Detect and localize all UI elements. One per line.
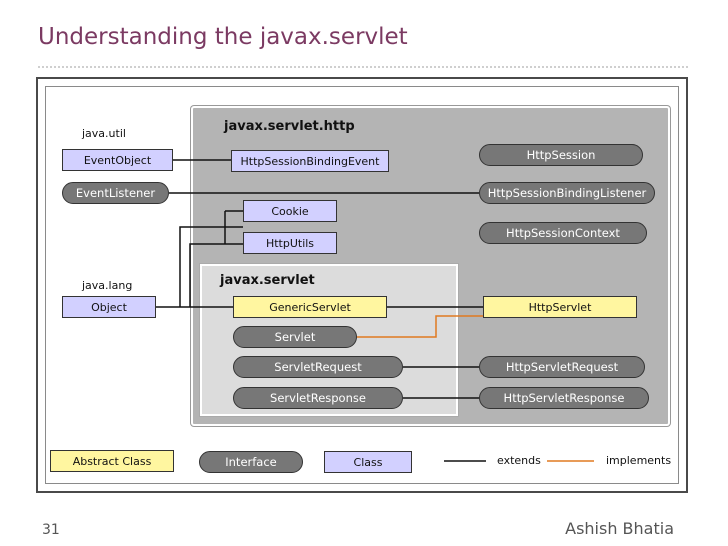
author-name: Ashish Bhatia <box>565 519 674 538</box>
package-label-util: java.util <box>82 127 126 140</box>
package-label-servlet: javax.servlet <box>220 273 315 288</box>
title-divider <box>38 66 688 68</box>
node-servlet-request: ServletRequest <box>233 356 403 378</box>
package-label-http: javax.servlet.http <box>224 119 355 134</box>
node-cookie: Cookie <box>243 200 337 222</box>
line-object-cookie-branch <box>179 226 243 307</box>
node-event-object: EventObject <box>62 149 173 171</box>
node-http-session-binding-listener: HttpSessionBindingListener <box>479 182 655 204</box>
node-object: Object <box>62 296 156 318</box>
legend-implements-label: implements <box>606 454 672 467</box>
node-servlet-response: ServletResponse <box>233 387 403 409</box>
node-http-session: HttpSession <box>479 144 643 166</box>
node-servlet: Servlet <box>233 326 357 348</box>
node-http-session-context: HttpSessionContext <box>479 222 647 244</box>
node-http-utils: HttpUtils <box>243 232 337 254</box>
legend-extends-label: extends <box>497 454 541 467</box>
node-generic-servlet: GenericServlet <box>233 296 387 318</box>
node-http-servlet: HttpServlet <box>483 296 637 318</box>
page-number: 31 <box>42 522 60 538</box>
legend-interface: Interface <box>199 451 303 473</box>
node-http-servlet-response: HttpServletResponse <box>479 387 649 409</box>
line-servlet-implements <box>357 315 483 338</box>
slide-title: Understanding the javax.servlet <box>38 24 408 50</box>
diagram-inner-border <box>45 86 679 484</box>
package-label-lang: java.lang <box>82 279 133 292</box>
node-http-session-binding-event: HttpSessionBindingEvent <box>231 150 389 172</box>
node-http-servlet-request: HttpServletRequest <box>479 356 645 378</box>
node-event-listener: EventListener <box>62 182 169 204</box>
legend-class: Class <box>324 451 412 473</box>
legend-abstract-class: Abstract Class <box>50 450 174 472</box>
